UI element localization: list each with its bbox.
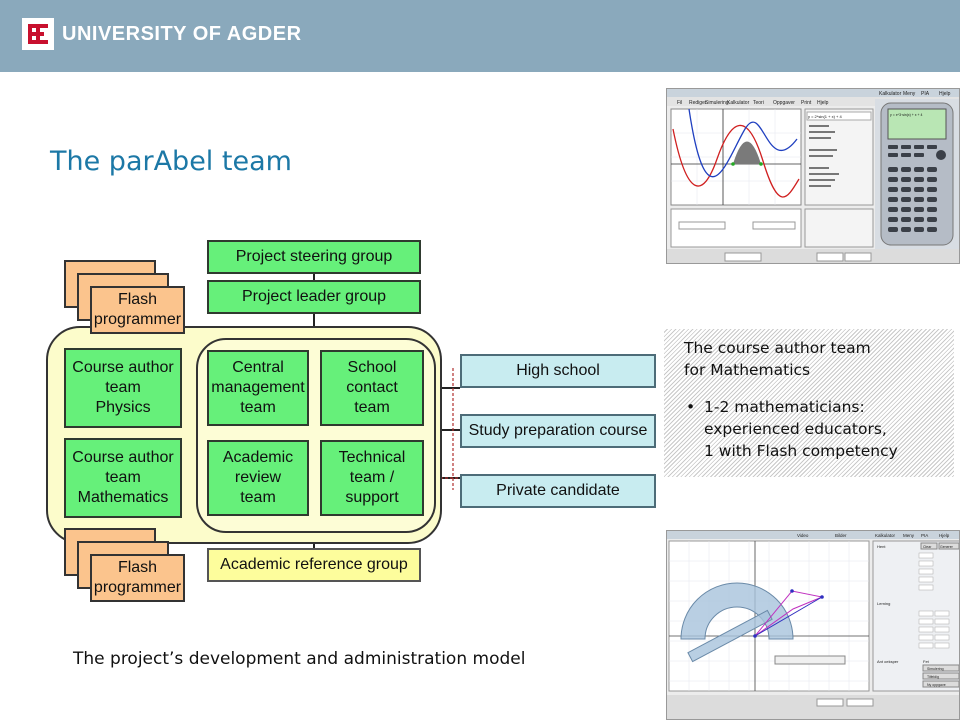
- physics-line-2: team: [105, 379, 141, 396]
- flash-programmer-bottom: Flash programmer: [90, 554, 185, 602]
- tab-item[interactable]: Video: [797, 533, 809, 538]
- panel-bullet-line-3: 1 with Flash competency: [704, 442, 898, 460]
- side-label: Hent: [877, 544, 886, 549]
- side-label: Lerning: [877, 601, 890, 606]
- random-button[interactable]: Tilfeldig: [927, 675, 939, 679]
- tab-item[interactable]: Kalkulator: [875, 533, 896, 538]
- menu-item[interactable]: Oppgaver: [773, 100, 795, 106]
- physics-line-3: Physics: [95, 399, 151, 416]
- menu-item[interactable]: Print: [801, 100, 812, 106]
- side-label: Ant oeksper: [877, 659, 899, 664]
- menu-item[interactable]: Fil: [677, 100, 682, 106]
- tab-item[interactable]: Kalkulator: [879, 91, 902, 97]
- academic-line-3: team: [240, 489, 276, 506]
- panel-bullet: 1-2 mathematicians: experienced educator…: [684, 396, 898, 462]
- school-line-1: School: [347, 359, 397, 376]
- technical-line-2: team /: [349, 469, 395, 486]
- new-task-button[interactable]: Ny oppgave: [927, 683, 946, 687]
- math-line-3: Mathematics: [77, 489, 169, 506]
- university-logo-icon: [22, 18, 54, 50]
- project-leader-group: Project leader group: [207, 280, 421, 314]
- calculator-app-image: Fil Rediger Simulering Kalkulator Teori …: [667, 89, 959, 263]
- school-contact-team: School contact team: [320, 350, 424, 426]
- academic-line-1: Academic: [222, 449, 294, 466]
- page-title: The parAbel team: [50, 146, 292, 177]
- tab-item[interactable]: Bilder: [835, 533, 847, 538]
- menu-item[interactable]: Rediger: [689, 100, 707, 106]
- private-candidate-box: Private candidate: [460, 474, 656, 508]
- flash-bottom-line-1: Flash: [117, 559, 158, 576]
- flash-programmer-top: Flash programmer: [90, 286, 185, 334]
- side-label: Fet: [923, 659, 930, 664]
- math-line-1: Course author: [72, 449, 174, 466]
- simulation-button[interactable]: Simulering: [927, 667, 944, 671]
- math-line-2: team: [105, 469, 141, 486]
- central-line-1: Central: [232, 359, 284, 376]
- school-line-3: team: [354, 399, 390, 416]
- technical-line-3: support: [345, 489, 399, 506]
- menu-item[interactable]: Hjelp: [817, 100, 829, 106]
- panel-bullet-line-2: experienced educators,: [704, 420, 887, 438]
- panel-heading-line-2: for Mathematics: [684, 361, 811, 379]
- flash-bottom-line-2: programmer: [93, 579, 182, 596]
- academic-reference-group: Academic reference group: [207, 548, 421, 582]
- equation-field[interactable]: y = 2*sin(1 + x) + 4: [808, 114, 842, 119]
- tab-item[interactable]: Meny: [903, 91, 916, 97]
- tab-item[interactable]: Meny: [903, 533, 915, 538]
- technical-line-1: Technical: [338, 449, 406, 466]
- calculator-screen-text: y = x^3·sin(x) + x + 4: [890, 113, 923, 117]
- calculator-app-screenshot: Fil Rediger Simulering Kalkulator Teori …: [666, 88, 960, 264]
- panel-bullet-line-1: 1-2 mathematicians:: [704, 398, 865, 416]
- tab-item[interactable]: PIA: [921, 91, 930, 97]
- generate-button[interactable]: Generer: [940, 545, 954, 549]
- study-preparation-box: Study preparation course: [460, 414, 656, 448]
- menu-item[interactable]: Kalkulator: [727, 100, 750, 106]
- menu-item[interactable]: Teori: [753, 100, 764, 106]
- clear-button[interactable]: Clear: [923, 545, 932, 549]
- central-line-2: management: [211, 379, 305, 396]
- course-author-mathematics: Course author team Mathematics: [64, 438, 182, 518]
- technical-team-support: Technical team / support: [320, 440, 424, 516]
- brand-name: UNIVERSITY OF AGDER: [62, 23, 302, 45]
- course-author-physics: Course author team Physics: [64, 348, 182, 428]
- school-line-2: contact: [346, 379, 398, 396]
- academic-line-2: review: [234, 469, 282, 486]
- flash-top-line-2: programmer: [93, 311, 182, 328]
- header-bar: UNIVERSITY OF AGDER: [0, 0, 960, 72]
- diagram-caption: The project’s development and administra…: [73, 649, 526, 669]
- physics-line-1: Course author: [72, 359, 174, 376]
- project-steering-group: Project steering group: [207, 240, 421, 274]
- central-line-3: team: [240, 399, 276, 416]
- high-school-box: High school: [460, 354, 656, 388]
- tab-item[interactable]: Hjelp: [939, 91, 951, 97]
- central-management-team: Central management team: [207, 350, 309, 426]
- tab-item[interactable]: Hjelp: [939, 533, 950, 538]
- geometry-app-image: Video Bilder Kalkulator Meny PIA Hjelp H…: [667, 531, 959, 719]
- flash-top-line-1: Flash: [117, 291, 158, 308]
- academic-review-team: Academic review team: [207, 440, 309, 516]
- course-author-panel-text: The course author team for Mathematics 1…: [684, 337, 898, 462]
- menu-item[interactable]: Simulering: [705, 100, 729, 106]
- panel-heading-line-1: The course author team: [684, 339, 871, 357]
- tab-item[interactable]: PIA: [921, 533, 928, 538]
- geometry-app-screenshot: Video Bilder Kalkulator Meny PIA Hjelp H…: [666, 530, 960, 720]
